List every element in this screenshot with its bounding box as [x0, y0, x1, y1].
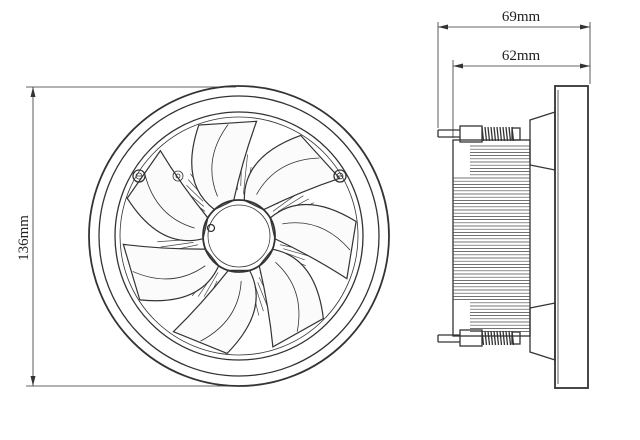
heatsink-fin — [285, 252, 305, 261]
outer-ring — [88, 85, 390, 387]
heatsink-fin — [277, 195, 304, 212]
height-dimension: 136mm — [16, 86, 236, 387]
fan-blade — [126, 149, 209, 242]
body-depth-dimension: 62mm — [452, 48, 590, 138]
spring-coil — [499, 126, 503, 142]
fan-blade — [122, 243, 220, 302]
spring-coil — [508, 330, 512, 346]
fan-hub-inner — [207, 204, 271, 268]
inner-rim-edge — [119, 116, 359, 356]
screw-top-right — [333, 169, 347, 183]
spring-coil — [481, 330, 485, 346]
side-view — [437, 85, 589, 389]
spring-coil — [493, 330, 497, 346]
shroud-bottom — [529, 302, 556, 361]
fan-blade-crease — [200, 280, 242, 342]
hub-marker-hole — [206, 223, 216, 233]
height-dimension-label: 136mm — [16, 215, 32, 261]
screw-top-left — [132, 169, 146, 183]
spring-coil — [508, 126, 512, 142]
body-depth-label: 62mm — [502, 48, 541, 64]
spring-coil — [484, 126, 488, 142]
heatsink-fin — [243, 154, 248, 195]
fan-blade-crease — [256, 157, 320, 195]
spring-coil — [505, 126, 509, 142]
spring-clip-bottom — [437, 329, 521, 347]
spring-coil — [496, 126, 500, 142]
heatsink-side — [452, 139, 531, 337]
spring-coil — [481, 126, 485, 142]
spring-coil — [490, 330, 494, 346]
spring-coil — [484, 330, 488, 346]
fan-hub — [202, 199, 276, 273]
fan-blade-crease — [282, 222, 351, 251]
heatsink-fin — [186, 185, 204, 202]
fan-blade — [258, 248, 324, 348]
spring-coil — [487, 330, 491, 346]
fan-blades — [122, 120, 357, 355]
overall-depth-label: 69mm — [502, 9, 541, 25]
spring-coil — [490, 126, 494, 142]
heatsink-fin — [257, 282, 268, 307]
spring-clip-top — [437, 125, 521, 143]
fan-frame-side — [554, 85, 589, 389]
heatsink-fin-lines — [453, 145, 530, 332]
inner-rim — [114, 111, 364, 361]
spring-coil — [499, 330, 503, 346]
outer-ring-inner-edge — [98, 95, 380, 377]
front-view — [88, 85, 390, 387]
spring-coil — [487, 126, 491, 142]
shroud-top — [529, 111, 556, 171]
spring-coil — [502, 126, 506, 142]
heatsink-fin — [203, 272, 219, 297]
heatsink-fin — [160, 242, 194, 248]
fan-blade — [191, 120, 258, 211]
overall-depth-dimension: 69mm — [437, 9, 591, 128]
spring-coil — [496, 330, 500, 346]
fan-blade — [172, 269, 257, 355]
clip-top-left — [172, 170, 184, 182]
spring-coil — [493, 126, 497, 142]
fan-blade — [243, 134, 341, 211]
fan-blade-crease — [275, 262, 300, 332]
fan-blade-crease — [132, 265, 206, 280]
spring-coil — [505, 330, 509, 346]
spring-coil — [502, 330, 506, 346]
fan-blade-crease — [144, 174, 195, 229]
fan-blade-crease — [211, 124, 229, 197]
